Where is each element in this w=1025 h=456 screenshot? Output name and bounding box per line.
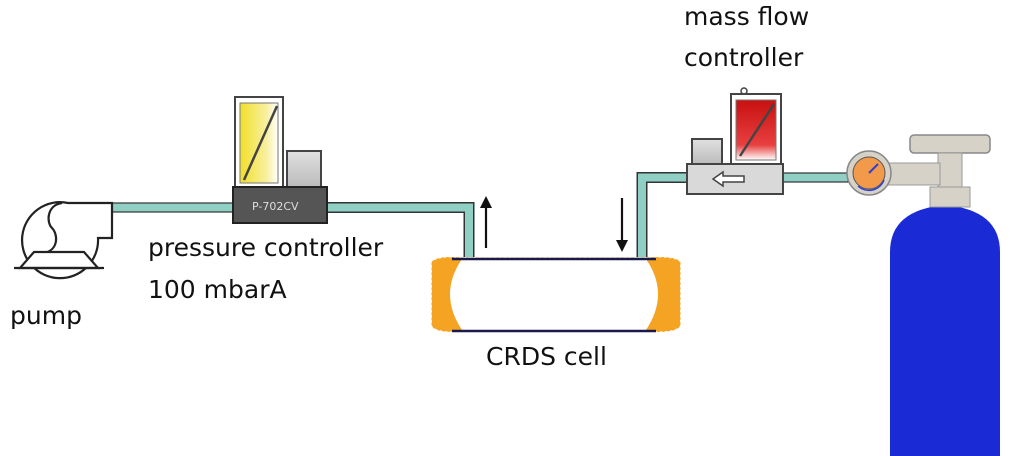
down-arrow-icon	[616, 198, 628, 252]
gas-cylinder-icon	[890, 205, 1000, 456]
mass-flow-controller-label: mass flow	[684, 2, 809, 31]
tubing-pc-to-cell	[326, 202, 475, 257]
left-arrow-icon	[711, 170, 745, 188]
crds-cell	[431, 257, 681, 333]
mass-flow-controller	[686, 87, 784, 195]
mass-flow-controller-label-2: controller	[684, 43, 804, 72]
tubing-mfc-to-cell	[636, 172, 688, 257]
pressure-controller-setpoint: 100 mbarA	[148, 275, 287, 304]
pressure-controller: P-702CV	[232, 96, 328, 224]
crds-cell-label: CRDS cell	[486, 342, 607, 371]
valve-handle-icon	[881, 134, 991, 208]
tubing-pump-to-pc	[111, 202, 237, 213]
tubing-regulator-to-mfc	[781, 172, 849, 183]
device-model-label: P-702CV	[252, 200, 299, 213]
pressure-controller-label: pressure controller	[148, 233, 384, 262]
pump-label: pump	[10, 301, 82, 330]
pump-icon	[14, 201, 114, 280]
up-arrow-icon	[480, 196, 492, 248]
gauge-icon	[846, 150, 892, 196]
